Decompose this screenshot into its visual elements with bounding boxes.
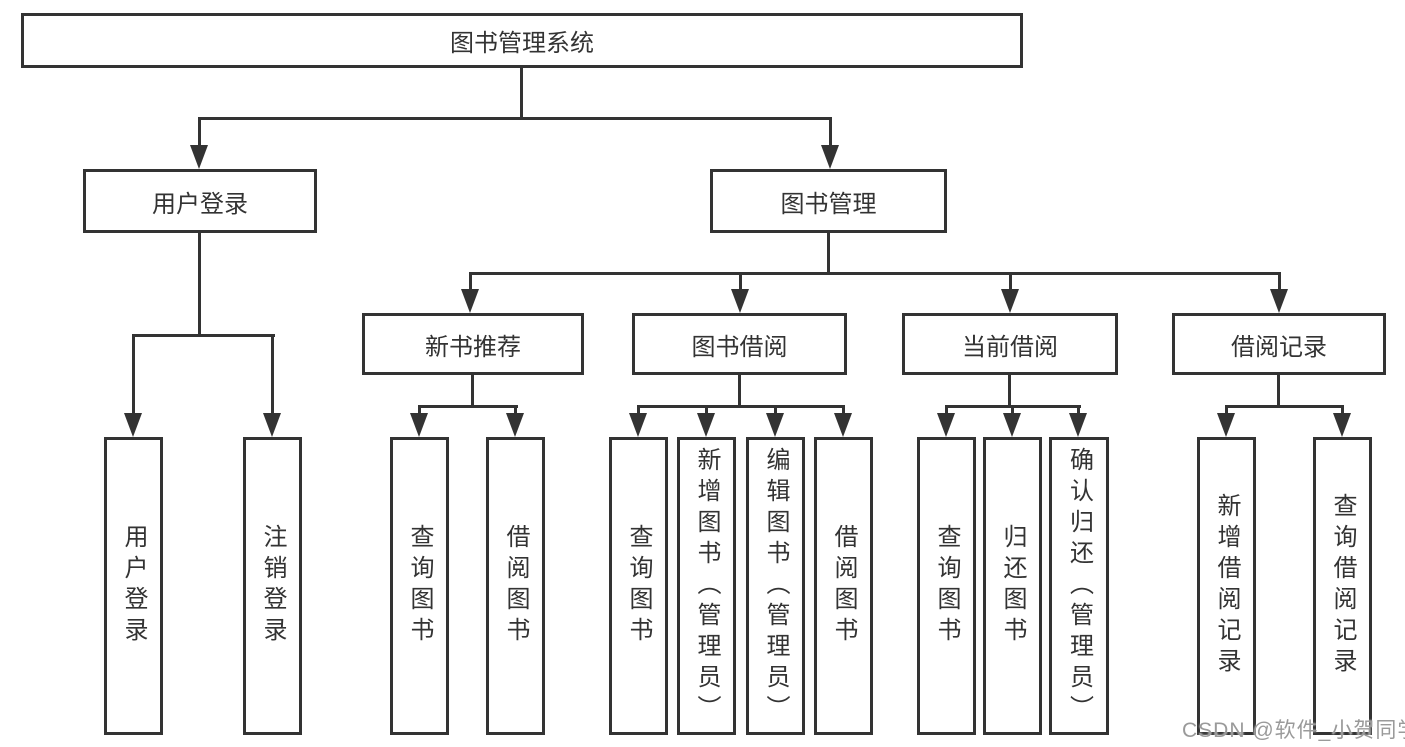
node-user-login: 用户登录 [83,169,317,233]
arrowhead-icon [834,413,852,437]
leaf-label: 新增借阅记录 [1213,493,1240,679]
leaf-confirm-return-admin: 确认归还（管理员） [1049,437,1109,735]
leaf-query-books-current: 查询图书 [917,437,976,735]
leaf-label: 借阅图书 [830,524,857,648]
connector-current-stem [1008,375,1011,408]
connector-to-leaf [514,405,517,417]
arrowhead-icon [124,413,142,437]
leaf-return-books: 归还图书 [983,437,1042,735]
node-borrowing-records: 借阅记录 [1172,313,1386,375]
node-current-borrowing: 当前借阅 [902,313,1118,375]
arrowhead-icon [263,413,281,437]
leaf-label: 查询图书 [625,524,652,648]
node-library-management-system: 图书管理系统 [21,13,1023,68]
leaf-label: 查询图书 [933,524,960,648]
connector-to-leaf [945,405,948,417]
connector-to-leaf [842,405,845,417]
connector-to-leaf [1011,405,1014,417]
arrowhead-icon [766,413,784,437]
arrowhead-icon [1217,413,1235,437]
leaf-label: 借阅图书 [502,524,529,648]
leaf-label: 用户登录 [120,524,147,648]
leaf-label: 查询图书 [406,524,433,648]
connector-book-management-stem [827,233,830,275]
connector-recommend-stem [471,375,474,408]
arrowhead-icon [1069,413,1087,437]
leaf-add-book-admin: 新增图书（管理员） [677,437,736,735]
connector-to-leaf [418,405,421,417]
connector-to-leaf [774,405,777,417]
leaf-query-books-borrowing: 查询图书 [609,437,668,735]
leaf-query-borrow-record: 查询借阅记录 [1313,437,1372,735]
node-book-borrowing: 图书借阅 [632,313,847,375]
node-label: 图书管理系统 [450,30,594,57]
node-label: 图书借阅 [691,333,788,361]
connector-to-branch [739,272,742,292]
connector-to-leaf [705,405,708,417]
connector-user-login-distributor [132,334,275,337]
connector-to-leaf [271,334,274,416]
leaf-logout: 注销登录 [243,437,302,735]
connector-to-user-login [198,117,201,149]
connector-user-login-stem [198,233,201,337]
arrowhead-icon [1333,413,1351,437]
connector-records-stem [1277,375,1280,408]
leaf-label: 注销登录 [259,524,286,648]
arrowhead-icon [731,289,749,313]
arrowhead-icon [1003,413,1021,437]
arrowhead-icon [506,413,524,437]
arrowhead-icon [190,145,208,169]
leaf-label: 编辑图书（管理员） [762,446,789,726]
arrowhead-icon [821,145,839,169]
arrowhead-icon [410,413,428,437]
connector-to-leaf [1341,405,1344,417]
leaf-label: 归还图书 [999,524,1026,648]
node-label: 借阅记录 [1231,333,1327,361]
leaf-label: 查询借阅记录 [1329,493,1356,679]
node-label: 新书推荐 [425,333,521,361]
connector-records-distributor [1225,405,1344,408]
leaf-label: 新增图书（管理员） [693,446,720,726]
node-label: 图书管理 [780,190,877,218]
connector-to-leaf [132,334,135,416]
arrowhead-icon [1270,289,1288,313]
connector-borrowing-stem [738,375,741,408]
arrowhead-icon [461,289,479,313]
node-label: 用户登录 [152,190,248,218]
connector-book-management-distributor [469,272,1281,275]
node-book-management: 图书管理 [710,169,947,233]
leaf-query-books-recommend: 查询图书 [390,437,449,735]
watermark: CSDN @软件_小贺同学 [1182,719,1405,742]
connector-root-stem [520,68,523,120]
arrowhead-icon [697,413,715,437]
arrowhead-icon [937,413,955,437]
connector-to-branch [1009,272,1012,292]
connector-borrowing-distributor [637,405,845,408]
arrowhead-icon [1001,289,1019,313]
connector-recommend-distributor [418,405,518,408]
leaf-edit-book-admin: 编辑图书（管理员） [746,437,805,735]
connector-root-distributor [198,117,832,120]
connector-to-branch [1278,272,1281,292]
connector-to-book-management [829,117,832,149]
leaf-label: 确认归还（管理员） [1065,446,1093,726]
leaf-borrow-books-borrowing: 借阅图书 [814,437,873,735]
node-new-book-recommendation: 新书推荐 [362,313,584,375]
connector-to-branch [469,272,472,292]
leaf-user-login: 用户登录 [104,437,163,735]
connector-to-leaf [1077,405,1080,417]
connector-to-leaf [1225,405,1228,417]
leaf-add-borrow-record: 新增借阅记录 [1197,437,1256,735]
node-label: 当前借阅 [962,333,1058,361]
leaf-borrow-books-recommend: 借阅图书 [486,437,545,735]
arrowhead-icon [629,413,647,437]
connector-to-leaf [637,405,640,417]
